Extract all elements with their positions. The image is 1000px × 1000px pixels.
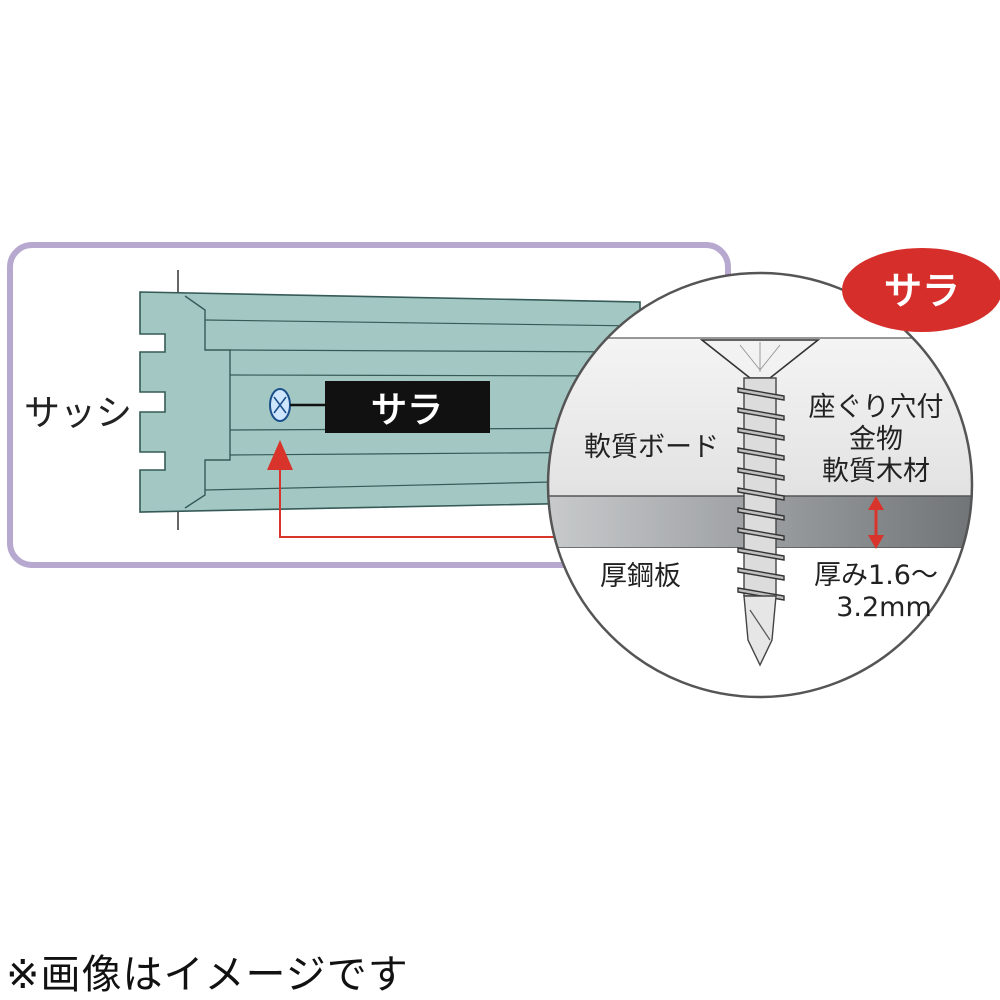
thickness-arrow (868, 496, 884, 549)
soft-board-label: 軟質ボード (584, 432, 719, 463)
sash-tag-label: サラ (371, 390, 443, 431)
steel-plate-label: 厚鋼板 (600, 561, 681, 592)
sash-label: サッシ (24, 393, 132, 434)
sash-tag (325, 381, 490, 433)
right-note-3: 軟質木材 (822, 456, 930, 487)
screw-icon (699, 339, 821, 667)
badge (842, 248, 1000, 332)
thickness-line-1: 厚み1.6～ (814, 560, 938, 591)
right-note-1: 座ぐり穴付 (809, 392, 944, 423)
pointer-arrow (267, 440, 560, 538)
thickness-line-2: 3.2mm (836, 592, 932, 623)
screw-head-icon (269, 388, 325, 422)
right-note-2: 金物 (849, 424, 903, 455)
magnified-view (546, 271, 974, 699)
footer-note: ※画像はイメージです (6, 952, 409, 998)
badge-label: サラ (884, 269, 960, 313)
